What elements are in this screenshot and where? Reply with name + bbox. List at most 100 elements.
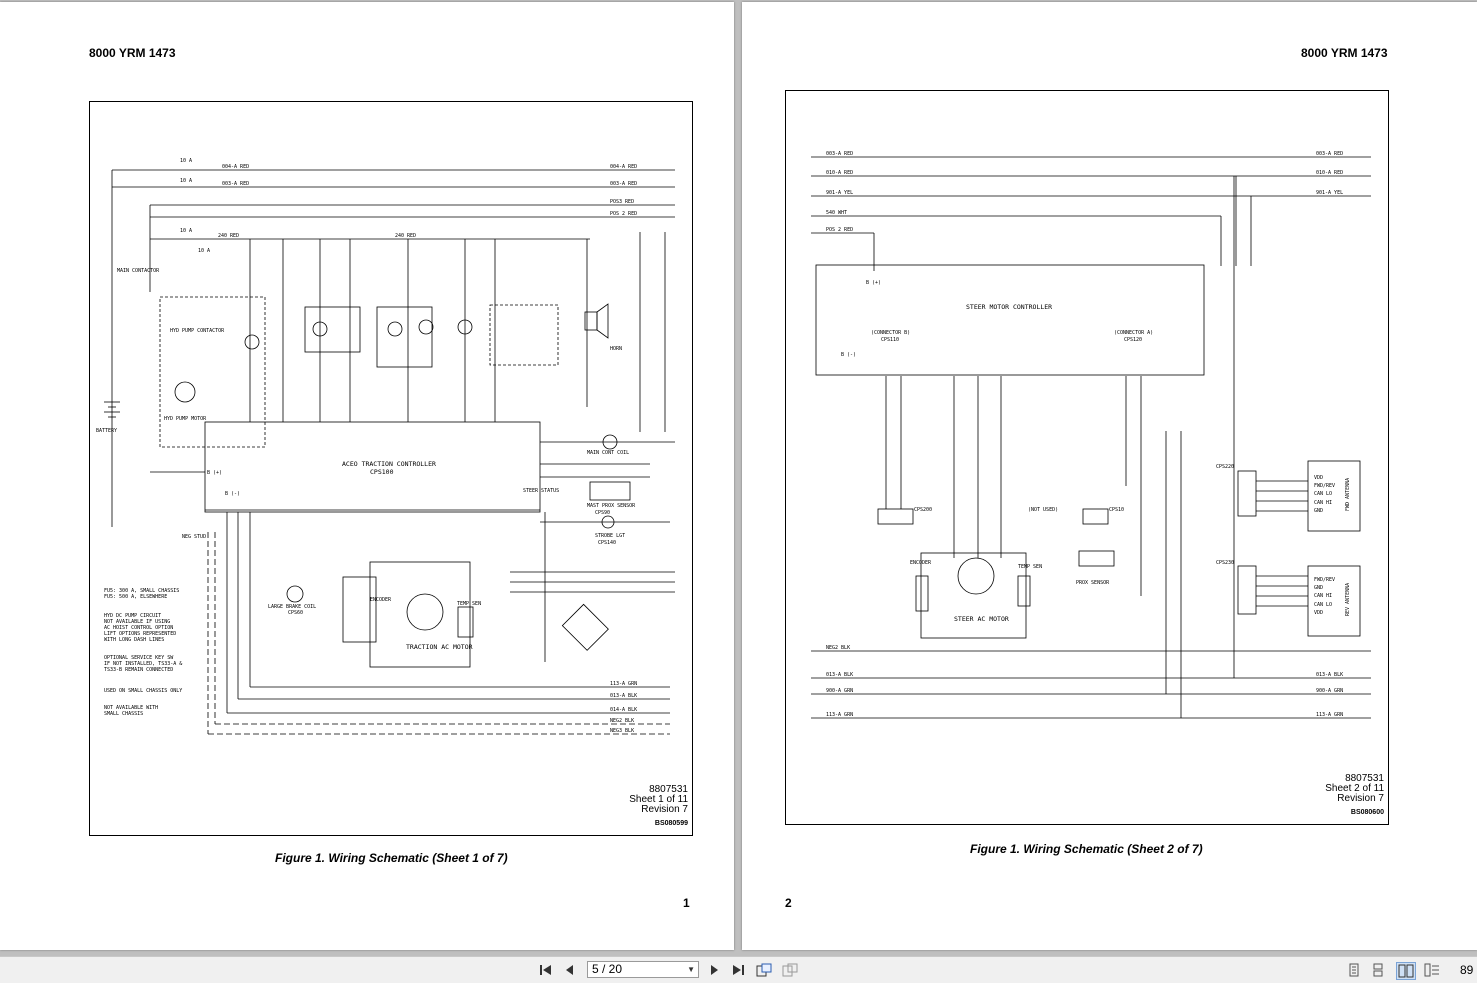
- drawing-stamp: 8807531 Sheet 2 of 11 Revision 7 BS08060…: [1325, 774, 1384, 818]
- fit-width-button[interactable]: [782, 962, 798, 978]
- not-used-label: (NOT USED): [1028, 507, 1058, 513]
- steer-status-label: STEER STATUS: [523, 488, 559, 494]
- chevron-down-icon[interactable]: ▼: [687, 965, 695, 974]
- steer-controller-label: STEER MOTOR CONTROLLER: [966, 303, 1052, 311]
- strobe-label: STROBE LGT: [595, 533, 625, 539]
- drawing-code: BS080600: [1350, 809, 1384, 816]
- fuse-fu4-label: 10 A: [198, 248, 210, 254]
- prev-page-button[interactable]: [562, 962, 578, 978]
- facing-button[interactable]: [1396, 962, 1416, 980]
- horn-label: HORN: [610, 346, 622, 352]
- next-page-button[interactable]: [706, 962, 722, 978]
- note-b-5: WITH LONG DASH LINES: [104, 637, 164, 643]
- connector-a-ref: CPS120: [1124, 337, 1142, 343]
- fit-width-icon: [782, 963, 798, 977]
- main-cont-coil-label: MAIN CONT COIL: [587, 450, 629, 456]
- bottom-wire-013a-right: 013-A BLK: [1316, 672, 1343, 678]
- cps230-label: CPS230: [1216, 560, 1234, 566]
- note-b-4: LIFT OPTIONS REPRESENTED: [104, 631, 176, 637]
- brake-coil-label: LARGE BRAKE COIL: [268, 604, 316, 610]
- rev-signal-fwdrev: FWD/REV: [1314, 577, 1335, 583]
- cps10-label: CPS10: [1109, 507, 1124, 513]
- bottom-wire-013a: 013-A BLK: [826, 672, 853, 678]
- fuse-fu2-label: 10 A: [180, 178, 192, 184]
- first-page-icon: [540, 965, 551, 975]
- document-page-2: 8000 YRM 1473: [742, 2, 1477, 950]
- sheet-number: Sheet 1 of 11: [629, 794, 688, 805]
- prev-page-icon: [566, 965, 573, 975]
- thumbnails-button[interactable]: [1424, 962, 1440, 978]
- wire-240-bus-label: 240 RED: [395, 233, 416, 239]
- sheet-number: Sheet 2 of 11: [1325, 783, 1384, 794]
- fwd-signal-canlo: CAN LO: [1314, 491, 1332, 497]
- single-page-icon: [1349, 963, 1359, 977]
- main-contactor-label: MAIN CONTACTOR: [117, 268, 160, 274]
- drawing-stamp: 8807531 Sheet 1 of 11 Revision 7 BS08059…: [629, 785, 688, 829]
- fwd-signal-vdd: VDD: [1314, 475, 1323, 481]
- note-c-1: OPTIONAL SERVICE KEY SW: [104, 655, 174, 661]
- viewer-toolbar: 5 / 20 ▼ 89: [0, 956, 1477, 983]
- note-e-2: SMALL CHASSIS: [104, 711, 143, 717]
- zoom-level[interactable]: 89: [1460, 963, 1474, 977]
- page-header: 8000 YRM 1473: [1301, 46, 1388, 60]
- last-page-icon: [733, 965, 744, 975]
- note-e-1: NOT AVAILABLE WITH: [104, 705, 158, 711]
- fuse-fu3-label: 10 A: [180, 228, 192, 234]
- top-wire-003a-right: 003-A RED: [1316, 151, 1343, 157]
- rev-signal-vdd: VDD: [1314, 610, 1323, 616]
- continuous-button[interactable]: [1370, 962, 1386, 978]
- note-b-2: NOT AVAILABLE IF USING: [104, 619, 170, 625]
- note-c-3: TS33-B REMAIN CONNECTED: [104, 667, 173, 673]
- schematic-frame: 10 A 10 A 10 A 10 A 004-A RED 004-A RED …: [89, 101, 693, 836]
- schematic-frame: 003-A RED 003-A RED 010-A RED 010-A RED …: [785, 90, 1389, 825]
- top-wire-003a: 003-A RED: [826, 151, 853, 157]
- next-page-icon: [711, 965, 718, 975]
- cps200-label: CPS200: [914, 507, 932, 513]
- steer-motor-label: STEER AC MOTOR: [954, 615, 1009, 623]
- top-wire-901a: 901-A YEL: [826, 190, 853, 196]
- note-a-1: FU5: 300 A, SMALL CHASSIS: [104, 588, 179, 594]
- top-wire-010a-right: 010-A RED: [1316, 170, 1343, 176]
- wire-003-label: 003-A RED: [222, 181, 249, 187]
- wiring-schematic-sheet-2: 003-A RED 003-A RED 010-A RED 010-A RED …: [811, 151, 1371, 719]
- prox-sensor-label: PROX SENSOR: [1076, 580, 1110, 586]
- single-page-button[interactable]: [1346, 962, 1362, 978]
- note-a-2: FU5: 500 A, ELSEWHERE: [104, 594, 167, 600]
- hyd-pump-motor-label: HYD PUMP MOTOR: [164, 416, 207, 422]
- first-page-button[interactable]: [538, 962, 554, 978]
- brake-coil-ref: CPS60: [288, 610, 303, 616]
- rev-signal-canhi: CAN HI: [1314, 593, 1332, 599]
- rev-signal-gnd: GND: [1314, 585, 1323, 591]
- strobe-ref: CPS140: [598, 540, 616, 546]
- wire-004-label: 004-A RED: [222, 164, 249, 170]
- traction-motor-label: TRACTION AC MOTOR: [406, 643, 473, 651]
- rev-signal-canlo: CAN LO: [1314, 602, 1332, 608]
- note-d-1: USED ON SMALL CHASSIS ONLY: [104, 688, 182, 694]
- rev-antenna-label: REV ANTENNA: [1345, 583, 1351, 616]
- continuous-icon: [1373, 963, 1383, 977]
- bottom-wire-neg2: NEG2 BLK: [826, 645, 850, 651]
- fwd-signal-canhi: CAN HI: [1314, 500, 1332, 506]
- figure-caption: Figure 1. Wiring Schematic (Sheet 2 of 7…: [970, 842, 1203, 856]
- bottom-wire-014a: 014-A BLK: [610, 707, 637, 713]
- connector-b-ref: CPS110: [881, 337, 899, 343]
- cps220-label: CPS220: [1216, 464, 1234, 470]
- last-page-button[interactable]: [730, 962, 746, 978]
- connector-a-label: (CONNECTOR A): [1114, 330, 1153, 336]
- page-number-input[interactable]: 5 / 20 ▼: [587, 961, 699, 978]
- fit-page-button[interactable]: [756, 962, 772, 978]
- top-wire-901a-right: 901-A YEL: [1316, 190, 1343, 196]
- bottom-wire-113a: 113-A GRN: [826, 712, 853, 718]
- fwd-antenna-label: FWD ANTENNA: [1345, 478, 1351, 511]
- wire-003-right-label: 003-A RED: [610, 181, 637, 187]
- drawing-number: 8807531: [649, 784, 688, 795]
- neg-stud-label: NEG STUD: [182, 534, 206, 540]
- bottom-wire-113a: 113-A GRN: [610, 681, 637, 687]
- note-c-2: IF NOT INSTALLED, TS33-A &: [104, 661, 182, 667]
- fuse-fu1-label: 10 A: [180, 158, 192, 164]
- thumbnails-icon: [1424, 963, 1439, 977]
- page-indicator-text: 5 / 20: [592, 962, 623, 976]
- revision-number: Revision 7: [1337, 793, 1384, 804]
- revision-number: Revision 7: [641, 804, 688, 815]
- b-plus-label: B (+): [207, 470, 222, 476]
